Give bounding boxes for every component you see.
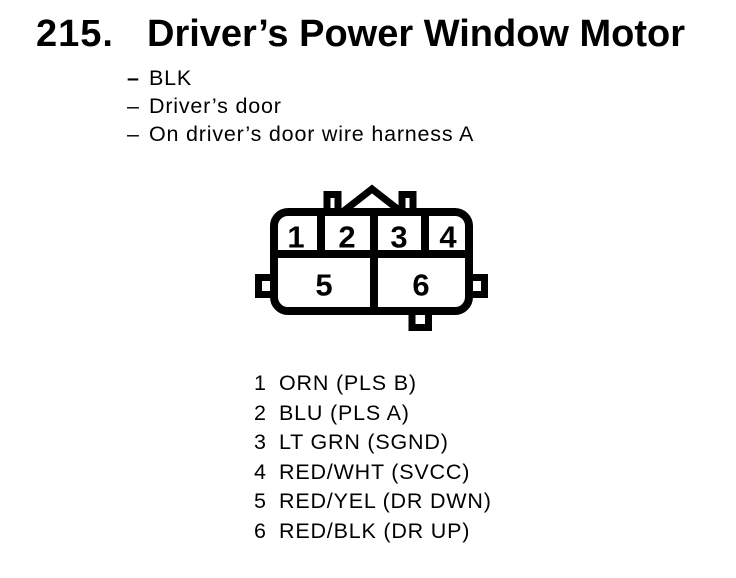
figure-number: 215. (36, 13, 114, 55)
legend-wire-label: RED/YEL (DR DWN) (279, 489, 492, 514)
legend-wire-label: BLU (PLS A) (279, 400, 410, 425)
note-text: On driver’s door wire harness A (149, 122, 475, 146)
connector-latch-right (470, 274, 488, 298)
pin-legend: 1 ORN (PLS B) 2 BLU (PLS A) 3 LT GRN (SGND)… (254, 369, 492, 547)
legend-pin-number: 1 (254, 371, 266, 395)
note-item: –On driver’s door wire harness A (127, 120, 474, 148)
legend-wire-label: ORN (PLS B) (279, 371, 417, 395)
notes-list: –BLK –Driver’s door –On driver’s door wi… (127, 64, 474, 148)
pin-cavity-2: 2 (338, 219, 356, 255)
connector-latch-left (255, 274, 273, 298)
note-text: Driver’s door (149, 94, 282, 118)
legend-pin-number: 4 (254, 459, 266, 484)
legend-pin-number: 3 (254, 430, 266, 455)
note-item: –BLK (127, 64, 474, 92)
legend-row: 4 RED/WHT (SVCC) (254, 458, 492, 488)
legend-pin-number: 6 (254, 518, 266, 543)
pin-cavity-4: 4 (439, 219, 457, 255)
legend-row: 1 ORN (PLS B) (254, 369, 492, 399)
pin-cavity-1: 1 (287, 219, 305, 255)
connector-front-view (255, 184, 488, 331)
legend-row: 6 RED/BLK (DR UP) (254, 517, 492, 547)
legend-row: 5 RED/YEL (DR DWN) (254, 487, 492, 517)
pin-cavity-5: 5 (315, 267, 333, 303)
dash-bullet: – (127, 66, 139, 90)
note-text: BLK (149, 66, 193, 90)
legend-row: 3 LT GRN (SGND) (254, 428, 492, 458)
pin-cavity-6: 6 (412, 267, 430, 303)
legend-wire-label: LT GRN (SGND) (279, 430, 449, 455)
dash-bullet: – (127, 122, 139, 146)
legend-row: 2 BLU (PLS A) (254, 399, 492, 429)
page-title: Driver’s Power Window Motor (147, 13, 686, 55)
legend-wire-label: RED/BLK (DR UP) (279, 518, 471, 543)
legend-wire-label: RED/WHT (SVCC) (279, 459, 471, 484)
pin-cavity-3: 3 (390, 219, 408, 255)
note-item: –Driver’s door (127, 92, 474, 120)
legend-pin-number: 5 (254, 489, 266, 514)
legend-pin-number: 2 (254, 400, 266, 425)
dash-bullet: – (127, 94, 139, 118)
connector-diagram (240, 178, 500, 338)
